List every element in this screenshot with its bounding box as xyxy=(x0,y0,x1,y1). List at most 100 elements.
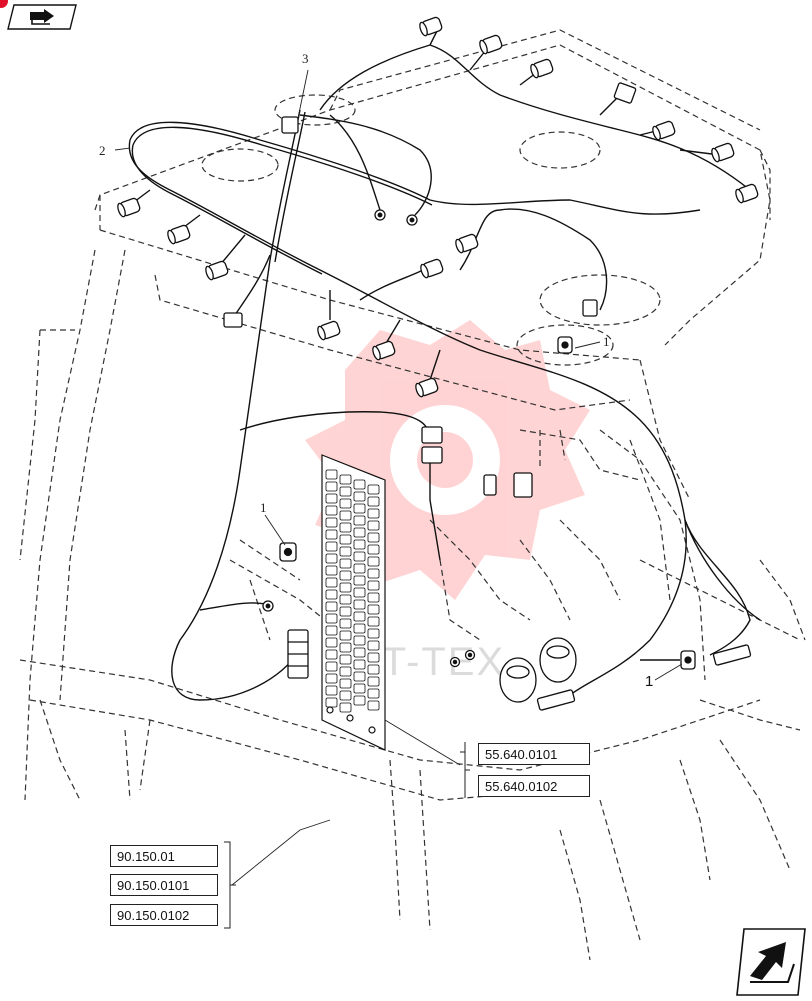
fuse-slot xyxy=(367,520,380,531)
fuse-slot xyxy=(353,683,366,694)
rotary-switch xyxy=(680,650,696,670)
ring-terminal xyxy=(406,214,418,226)
fuse-slot xyxy=(325,493,338,504)
fuse-slot xyxy=(353,491,366,502)
connector-plug xyxy=(117,197,141,218)
fuse-slot xyxy=(339,690,352,701)
connector-plug xyxy=(455,233,479,254)
callout-item-1-lower: 1 xyxy=(645,673,653,690)
fuse-slot xyxy=(325,517,338,528)
leader-lines xyxy=(114,69,683,886)
multipin-connector xyxy=(712,644,752,666)
fuse-slot xyxy=(367,628,380,639)
accent-marker-icon xyxy=(0,0,8,8)
connector-plug xyxy=(711,142,735,163)
fuse-slot xyxy=(367,592,380,603)
fuse-slot xyxy=(339,486,352,497)
fuse-slot xyxy=(339,642,352,653)
next-arrow-icon[interactable] xyxy=(736,928,806,996)
connector-plug xyxy=(281,116,299,134)
fuse-slot xyxy=(353,575,366,586)
fuse-slot xyxy=(339,510,352,521)
fuse-slot xyxy=(367,652,380,663)
fuse-slot xyxy=(339,630,352,641)
fuse-slot xyxy=(339,618,352,629)
fuse-slot xyxy=(353,479,366,490)
cab-frame-outline xyxy=(19,249,806,961)
fuse-slot xyxy=(325,589,338,600)
fuse-slot xyxy=(353,611,366,622)
fuse-slot xyxy=(353,599,366,610)
wiring-harness xyxy=(128,24,761,701)
callout-item-3: 3 xyxy=(302,51,309,66)
ring-terminal xyxy=(262,600,274,612)
fuse-slot xyxy=(339,606,352,617)
connectors xyxy=(117,16,759,711)
connector-plug xyxy=(420,258,444,279)
connector-plug xyxy=(223,312,243,328)
fuse-slot xyxy=(325,649,338,660)
relay-connector xyxy=(421,426,443,464)
fuse-slot xyxy=(325,673,338,684)
connector-plug xyxy=(317,320,341,341)
fuse-slot xyxy=(367,580,380,591)
fuse-slot xyxy=(325,565,338,576)
fuse-slot xyxy=(339,594,352,605)
fuse-slot xyxy=(339,474,352,485)
fuse-slot xyxy=(367,664,380,675)
fuse-slot xyxy=(367,640,380,651)
fuse-slot xyxy=(353,539,366,550)
reference-box-55-640-0102[interactable]: 55.640.0102 xyxy=(478,775,590,797)
fuse-slot xyxy=(325,529,338,540)
fuse-slot xyxy=(325,637,338,648)
ring-terminal xyxy=(449,656,461,668)
fuse-slot xyxy=(325,505,338,516)
reference-box-55-640-0101[interactable]: 55.640.0101 xyxy=(478,743,590,765)
fuse-slot xyxy=(367,556,380,567)
fuse-slot xyxy=(353,695,366,706)
ring-terminal xyxy=(464,649,476,661)
fuse-slot xyxy=(353,659,366,670)
connector-plug xyxy=(372,340,396,361)
connector-plug xyxy=(652,120,676,141)
fuse-slot xyxy=(353,515,366,526)
multipin-connector xyxy=(536,689,576,711)
fuse-slot xyxy=(325,577,338,588)
back-arrow-icon[interactable] xyxy=(6,4,78,30)
callout-item-1-upper: 1 xyxy=(603,334,610,349)
fuse-slot xyxy=(367,700,380,711)
fuse-slot xyxy=(325,469,338,480)
fuse-slot xyxy=(367,532,380,543)
fuse-slot xyxy=(325,541,338,552)
reference-box-90-150-0102[interactable]: 90.150.0102 xyxy=(110,904,218,926)
connector-plug xyxy=(419,16,443,37)
connector-plug xyxy=(167,224,191,245)
fuse-slot xyxy=(353,671,366,682)
ignition-knob xyxy=(539,637,577,683)
fuse-slot xyxy=(353,551,366,562)
fuse-slot xyxy=(325,685,338,696)
connector-plug xyxy=(613,82,637,104)
callout-item-1-left: 1 xyxy=(260,500,267,515)
fuse-slot xyxy=(325,601,338,612)
fuse-slot xyxy=(367,508,380,519)
rotary-switch xyxy=(557,336,573,354)
fuse-slot xyxy=(367,544,380,555)
fuse-slot xyxy=(367,616,380,627)
fuse-slot xyxy=(325,697,338,708)
fuse-relay-box xyxy=(321,454,386,751)
reference-brackets xyxy=(224,742,466,929)
relay-connector xyxy=(513,472,533,498)
fuse-slot xyxy=(367,568,380,579)
reference-box-90-150-01[interactable]: 90.150.01 xyxy=(110,845,218,867)
fuse-slot xyxy=(325,625,338,636)
ring-terminal xyxy=(374,209,386,221)
connector-plug xyxy=(735,183,759,204)
fuse-slot xyxy=(339,654,352,665)
fuse-slot xyxy=(367,604,380,615)
fuse-slot xyxy=(339,570,352,581)
fuse-slot xyxy=(339,546,352,557)
reference-box-90-150-0101[interactable]: 90.150.0101 xyxy=(110,874,218,896)
fuse-slot xyxy=(367,484,380,495)
fuse-slot xyxy=(353,623,366,634)
